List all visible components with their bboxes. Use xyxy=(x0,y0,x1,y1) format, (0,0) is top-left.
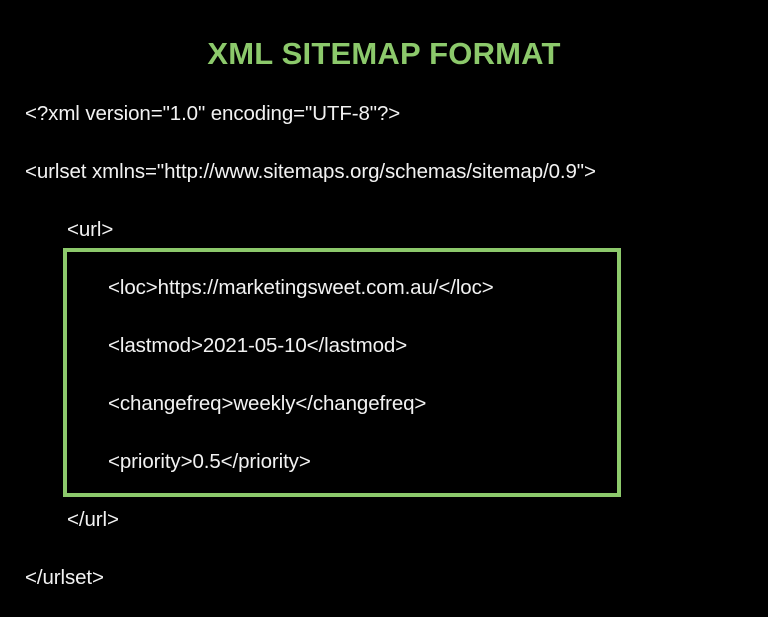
diagram-title: XML SITEMAP FORMAT xyxy=(207,36,561,71)
urlset-open-line: <urlset xmlns="http://www.sitemaps.org/s… xyxy=(25,160,596,183)
url-close-line: </url> xyxy=(67,508,119,531)
priority-line: <priority>0.5</priority> xyxy=(108,450,311,473)
loc-line: <loc>https://marketingsweet.com.au/</loc… xyxy=(108,276,494,299)
lastmod-line: <lastmod>2021-05-10</lastmod> xyxy=(108,334,408,357)
changefreq-line: <changefreq>weekly</changefreq> xyxy=(108,392,427,415)
xml-declaration-line: <?xml version="1.0" encoding="UTF-8"?> xyxy=(25,102,401,125)
urlset-close-line: </urlset> xyxy=(25,566,104,589)
highlight-box xyxy=(63,248,621,497)
url-open-line: <url> xyxy=(67,218,114,241)
